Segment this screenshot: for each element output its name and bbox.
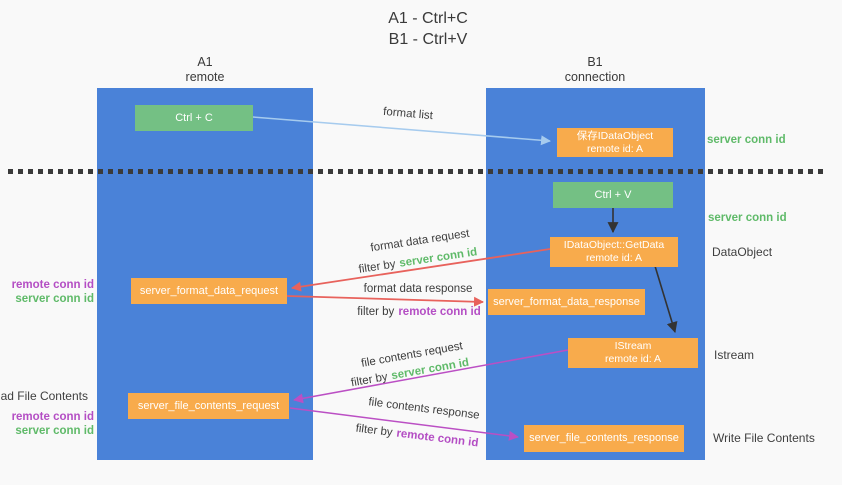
save-idataobject-line2: remote id: A xyxy=(586,142,644,155)
remote-conn-id-label-2: remote conn id xyxy=(11,411,94,423)
server-conn-id-key: server conn id xyxy=(398,246,479,270)
server-format-data-response-label: server_format_data_response xyxy=(493,295,640,308)
filter-by-text: filter by xyxy=(357,306,395,318)
remote-conn-id-label-1: remote conn id xyxy=(11,279,94,291)
server-format-data-request-box: server_format_data_request xyxy=(131,278,287,304)
lane-a1-name: A1 xyxy=(197,55,213,69)
format-list-label: format list xyxy=(382,105,434,123)
read-file-contents-label: Read File Contents xyxy=(0,389,88,403)
lane-header-a1: A1 remote xyxy=(186,55,225,85)
remote-conn-id-key: remote conn id xyxy=(398,306,481,318)
server-file-contents-request-label: server_file_contents_request xyxy=(137,399,280,412)
server-file-contents-request-box: server_file_contents_request xyxy=(128,393,289,419)
lane-b1-name: B1 xyxy=(587,55,603,69)
server-conn-id-label-2: server conn id xyxy=(15,425,94,437)
server-file-contents-response-label: server_file_contents_response xyxy=(529,432,679,444)
filter-by-text: filter by xyxy=(350,371,389,390)
istream-box: IStream remote id: A xyxy=(568,338,698,368)
ctrl-v-label: Ctrl + V xyxy=(594,188,632,201)
ctrl-c-label: Ctrl + C xyxy=(175,111,213,124)
format-data-response-label: format data response xyxy=(363,283,473,295)
istream-side-label: Istream xyxy=(714,348,755,362)
getdata-line2: remote id: A xyxy=(585,252,643,264)
server-format-data-request-label: server_format_data_request xyxy=(139,284,279,297)
session-divider-line xyxy=(8,169,824,174)
server-conn-id-label-top: server conn id xyxy=(707,134,786,146)
server-conn-id-label-1: server conn id xyxy=(15,293,94,305)
server-conn-id-label-mid: server conn id xyxy=(708,212,787,224)
server-format-data-response-box: server_format_data_response xyxy=(488,289,645,315)
istream-line2: remote id: A xyxy=(604,353,662,365)
istream-line1: IStream xyxy=(614,340,652,352)
filter-by-text: filter by xyxy=(354,422,394,439)
getdata-line1: IDataObject::GetData xyxy=(563,239,665,251)
file-contents-response-label: file contents response xyxy=(367,396,481,422)
remote-conn-id-key: remote conn id xyxy=(395,427,480,450)
lane-b1-subtitle: connection xyxy=(564,70,626,84)
lane-header-b1: B1 connection xyxy=(565,55,625,85)
lane-a1-subtitle: remote xyxy=(185,70,225,84)
diagram-title: A1 - Ctrl+C B1 - Ctrl+V xyxy=(388,8,468,50)
title-line-2: B1 - Ctrl+V xyxy=(388,31,468,48)
idataobject-getdata-box: IDataObject::GetData remote id: A xyxy=(550,237,678,267)
dataobject-label: DataObject xyxy=(712,245,773,259)
write-file-contents-label: Write File Contents xyxy=(713,431,815,445)
format-data-response-arrow xyxy=(286,295,484,307)
filter-by-text: filter by xyxy=(357,258,397,276)
server-file-contents-response-box: server_file_contents_response xyxy=(524,425,684,452)
ctrl-c-box: Ctrl + C xyxy=(135,105,253,131)
ctrl-v-box: Ctrl + V xyxy=(553,182,673,208)
save-idataobject-box: 保存IDataObject remote id: A xyxy=(557,128,673,157)
save-idataobject-line1: 保存IDataObject xyxy=(576,129,654,142)
title-line-1: A1 - Ctrl+C xyxy=(388,10,468,27)
